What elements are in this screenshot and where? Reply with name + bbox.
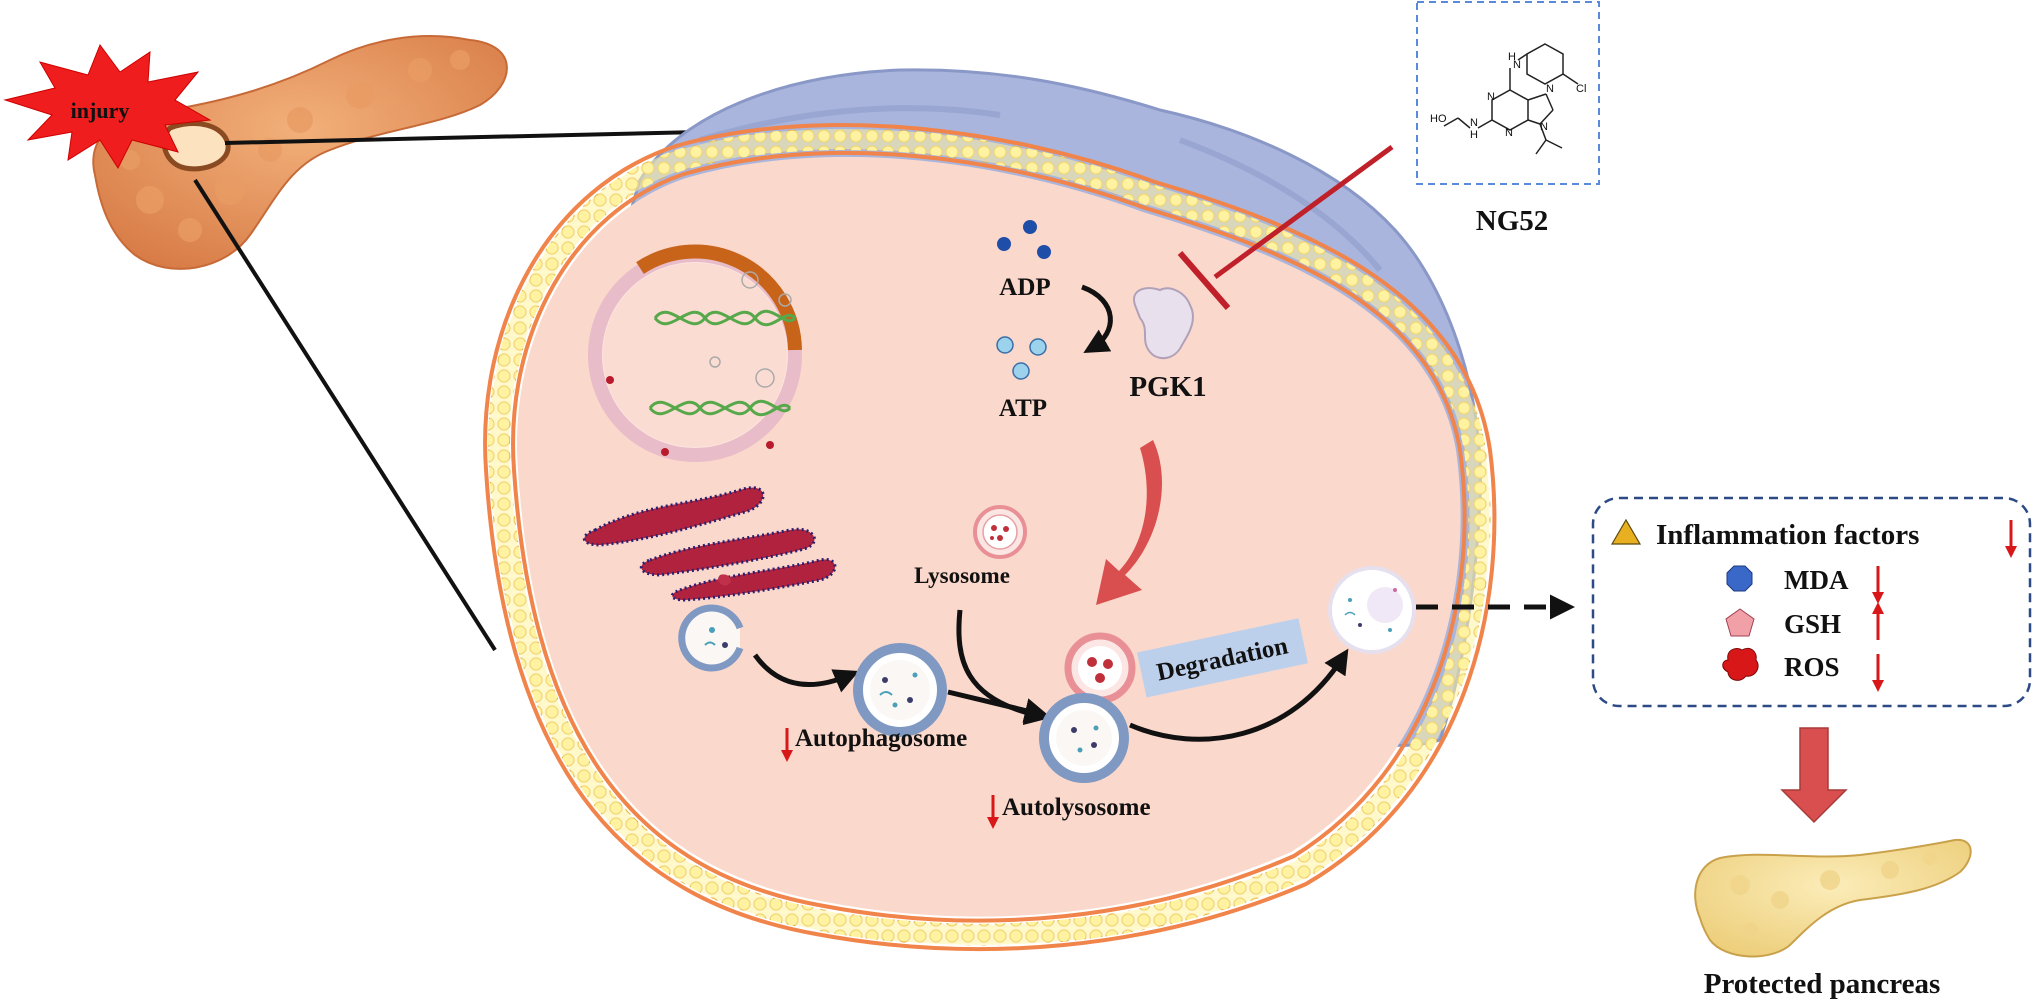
outcomes-box: Inflammation factors MDA GSH ROS xyxy=(1591,496,2032,708)
outcome-label-ros: ROS xyxy=(1784,652,1840,682)
atp-label: ATP xyxy=(999,395,1047,422)
chem-nh2-n: N xyxy=(1470,117,1478,129)
chem-n-bottom: N xyxy=(1505,127,1513,139)
chem-n-right: N xyxy=(1546,83,1554,95)
injury-label: injury xyxy=(71,98,130,123)
arrow-to-protected-pancreas xyxy=(1780,727,1848,824)
injury-starburst: injury xyxy=(3,43,212,170)
nucleus xyxy=(588,244,802,462)
outcome-inflammation: Inflammation factors xyxy=(1610,518,2017,558)
adp-molecules xyxy=(997,220,1051,259)
chem-nh2-h: H xyxy=(1470,129,1478,141)
pentagon-icon xyxy=(1725,608,1755,637)
chem-n-ring: N xyxy=(1540,121,1548,133)
ng52-label: NG52 xyxy=(1476,205,1549,237)
atp-molecules xyxy=(996,336,1047,380)
ng52-structure-box: H N Cl N N N N HO H N xyxy=(1416,1,1600,185)
chem-nh-h: H xyxy=(1508,51,1516,63)
zoom-line-top xyxy=(224,130,701,145)
autolysosome-label: Autolysosome xyxy=(1002,794,1151,821)
autolysosome xyxy=(1039,632,1136,783)
arrow-autophagosome-to-autolysosome xyxy=(947,689,1050,723)
outcome-label-mda: MDA xyxy=(1784,565,1849,595)
dna-helix-bottom xyxy=(648,399,792,417)
ng52-structure xyxy=(1443,43,1579,155)
autophagosome xyxy=(853,643,947,737)
lysosome xyxy=(973,505,1027,559)
outcome-mda: MDA xyxy=(1726,565,1884,604)
arrow-adp-to-atp xyxy=(1081,284,1113,354)
inhibition-bar xyxy=(1177,251,1231,310)
dna-helix-top xyxy=(653,309,797,327)
phagophore xyxy=(678,604,744,672)
injury-site xyxy=(161,121,231,172)
degraded-vesicle xyxy=(1328,566,1416,654)
outcome-gsh: GSH xyxy=(1725,602,1884,640)
arrow-autolysosome-to-degraded xyxy=(1129,648,1349,742)
zoom-line-bottom xyxy=(193,178,497,652)
adp-label: ADP xyxy=(999,274,1050,301)
outcome-label-gsh: GSH xyxy=(1784,609,1841,639)
lysosome-label: Lysosome xyxy=(914,563,1010,588)
outcome-ros: ROS xyxy=(1722,647,1884,692)
arrow-pgk1-to-autophagy xyxy=(1096,440,1162,605)
autophagosome-label: Autophagosome xyxy=(795,725,967,752)
chem-n-top: N xyxy=(1487,91,1495,103)
golgi-apparatus xyxy=(582,486,837,602)
chem-cl: Cl xyxy=(1576,83,1586,95)
pgk1-protein xyxy=(1133,287,1194,360)
protected-pancreas xyxy=(1694,838,1972,958)
pgk1-label: PGK1 xyxy=(1129,371,1206,403)
inhibition-line xyxy=(1213,144,1394,280)
triangle-icon xyxy=(1610,518,1642,545)
protected-pancreas-label: Protected pancreas xyxy=(1704,968,1941,1000)
chem-ho: HO xyxy=(1430,113,1447,125)
octagon-icon xyxy=(1726,565,1753,592)
outcome-label-inflammation: Inflammation factors xyxy=(1656,519,1919,551)
arrow-phagophore-to-autophagosome xyxy=(752,653,860,693)
chem-nh-n: N xyxy=(1513,59,1521,71)
blob-icon xyxy=(1722,647,1759,681)
injured-pancreas xyxy=(92,35,508,270)
